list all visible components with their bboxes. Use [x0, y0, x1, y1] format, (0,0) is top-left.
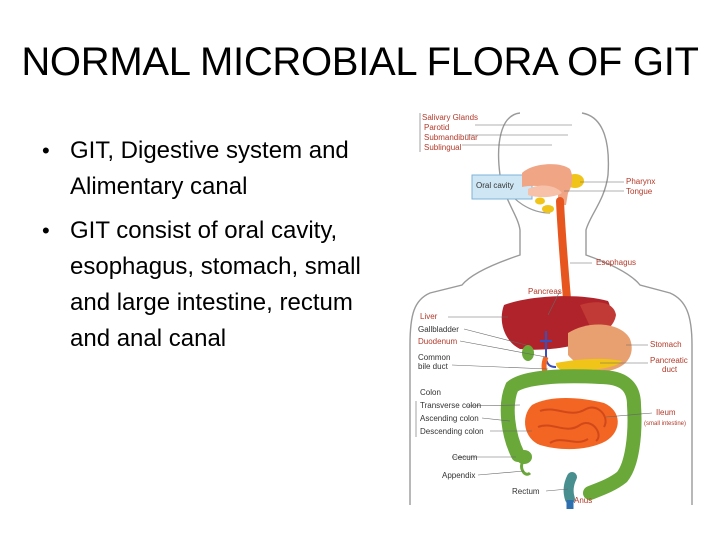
- label-pharynx: Pharynx: [626, 177, 655, 186]
- label-sublingual: Sublingual: [424, 143, 462, 152]
- appendix-organ: [520, 462, 532, 476]
- small-intestine-organ: [525, 398, 618, 450]
- label-ileum: Ileum: [656, 408, 676, 417]
- pancreas-organ: [556, 358, 622, 371]
- label-rectum: Rectum: [512, 487, 540, 496]
- sublingual-gland: [535, 197, 545, 205]
- gallbladder-organ: [522, 345, 534, 361]
- bullet-text: GIT, Digestive system and Alimentary can…: [70, 137, 349, 200]
- digestive-system-diagram: Salivary Glands Parotid Submandibular Su…: [409, 112, 693, 509]
- label-tongue: Tongue: [626, 187, 653, 196]
- submandibular-gland: [542, 205, 554, 213]
- slide-title: NORMAL MICROBIAL FLORA OF GIT: [21, 40, 699, 84]
- label-appendix: Appendix: [442, 471, 475, 480]
- label-common-bile-duct-1: Common: [418, 353, 450, 362]
- label-ascending-colon: Ascending colon: [420, 414, 479, 423]
- pharynx-shape: [522, 164, 573, 205]
- bullet-list: • GIT, Digestive system and Alimentary ca…: [42, 133, 372, 365]
- leader-lines-left: [415, 113, 572, 492]
- label-parotid: Parotid: [424, 123, 449, 132]
- cecum-organ: [516, 450, 532, 464]
- label-stomach: Stomach: [650, 340, 682, 349]
- bullet-dot-icon: •: [42, 218, 50, 243]
- bullet-item: • GIT, Digestive system and Alimentary ca…: [42, 133, 372, 205]
- label-ileum-sub: (small intestine): [644, 421, 686, 427]
- body-outline: [409, 112, 693, 505]
- tongue-shape: [528, 185, 562, 198]
- bullet-item: • GIT consist of oral cavity, esophagus, …: [42, 213, 372, 357]
- label-cecum: Cecum: [452, 453, 478, 462]
- label-esophagus: Esophagus: [596, 258, 636, 267]
- label-pancreatic-duct-2: duct: [662, 365, 678, 374]
- label-duodenum: Duodenum: [418, 337, 457, 346]
- label-transverse-colon: Transverse colon: [420, 401, 481, 410]
- label-anus: Anus: [574, 496, 592, 505]
- label-submandibular: Submandibular: [424, 133, 478, 142]
- leader-lines-right: [547, 181, 653, 418]
- label-oral-cavity: Oral cavity: [476, 181, 514, 190]
- label-salivary-glands: Salivary Glands: [422, 113, 478, 122]
- label-colon: Colon: [420, 388, 441, 397]
- label-pancreas: Pancreas: [528, 287, 562, 296]
- label-pancreatic-duct-1: Pancreatic: [650, 356, 688, 365]
- label-descending-colon: Descending colon: [420, 427, 484, 436]
- rectum-organ: [563, 472, 577, 504]
- small-intestine-folds: [537, 406, 607, 444]
- bullet-dot-icon: •: [42, 138, 50, 163]
- label-gallbladder: Gallbladder: [418, 325, 459, 334]
- label-common-bile-duct-2: bile duct: [418, 362, 449, 371]
- bullet-text: GIT consist of oral cavity, esophagus, s…: [70, 217, 361, 352]
- label-liver: Liver: [420, 312, 438, 321]
- colon-organ: [500, 369, 642, 500]
